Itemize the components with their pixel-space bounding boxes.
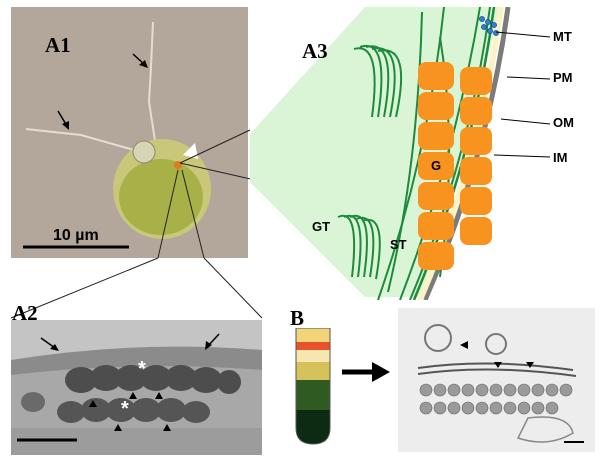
panel-a3: A3 MT PM OM IM G GT ST	[250, 7, 600, 300]
arrowheads-b	[460, 341, 534, 368]
centrifuge-tube	[295, 328, 331, 445]
panel-label-a2-outer: A2	[12, 301, 38, 325]
eyespot	[174, 161, 182, 169]
tem-micrograph-b	[417, 324, 584, 443]
flagellum-1	[147, 21, 157, 148]
pyrenoid	[132, 140, 156, 164]
label-gt: GT	[312, 219, 331, 234]
panel-label-a1: A1	[45, 33, 71, 57]
asterisk-lower: *	[121, 398, 129, 420]
label-st: ST	[390, 237, 407, 252]
thylakoid-stack-top	[353, 44, 403, 118]
panel-b-tube	[293, 328, 333, 446]
asterisk-upper: *	[138, 358, 146, 380]
label-om: OM	[553, 115, 574, 130]
grana-stacks	[418, 62, 492, 270]
label-g: G	[431, 158, 442, 173]
chloroplast-area	[119, 159, 203, 235]
panel-a2: A2 * *	[11, 320, 262, 455]
scale-bar-label-a1: 10 µm	[53, 227, 99, 244]
grana-thylakoid-gt	[337, 214, 381, 280]
label-pm: PM	[553, 70, 573, 85]
chloroplast-diagram	[250, 7, 551, 300]
panel-b-tem	[398, 308, 595, 452]
panel-label-a3: A3	[302, 39, 328, 63]
label-im: IM	[553, 150, 568, 165]
arrowheads-a2	[89, 392, 171, 431]
arrow-flagellum-1	[132, 53, 148, 68]
panel-a1: A1 10 µm	[11, 7, 248, 258]
arrow-envelope-right	[205, 333, 220, 350]
label-mt: MT	[553, 29, 572, 44]
arrow-envelope-left	[40, 337, 59, 351]
panel-label-b: B	[290, 306, 305, 330]
arrow-flagellum-2	[57, 110, 69, 130]
tem-micrograph-a2	[11, 320, 262, 455]
